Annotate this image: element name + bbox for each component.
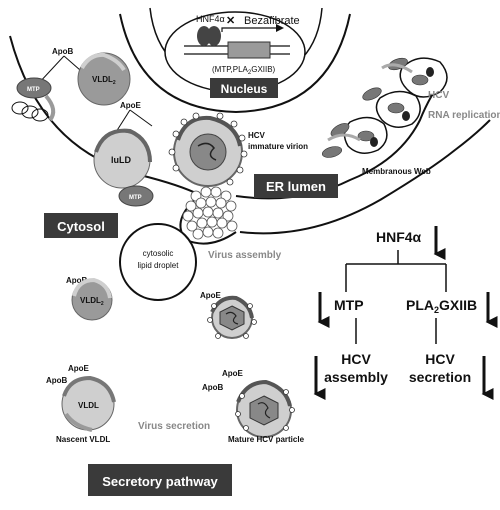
apob-mid-label: ApoB — [66, 276, 88, 285]
immature-virion-core — [189, 133, 227, 171]
mtp-top-label: MTP — [27, 87, 40, 93]
virus-secretion-label: Virus secretion — [138, 421, 210, 432]
hcv-right-label: HCV — [425, 351, 455, 367]
mature-hcv-label: Mature HCV particle — [228, 435, 305, 444]
genes-label: (MTP,PLA2GXIIB) — [212, 65, 276, 76]
hcv-left-label: HCV — [341, 351, 371, 367]
cytosol-title: Cytosol — [57, 219, 105, 234]
vldl2-top-label: VLDL2 — [92, 75, 116, 86]
hcv-immature-virion: HCV immature virion — [168, 112, 308, 187]
mtp-mid-label: MTP — [129, 195, 142, 201]
membranous-web-label: Membranous Web — [362, 167, 431, 176]
er-lumen-title: ER lumen — [266, 179, 326, 194]
vldl2-mid: ApoB VLDL2 — [66, 276, 113, 321]
cytosol-label-box — [44, 213, 118, 238]
x-mark-icon: ✕ — [226, 15, 235, 27]
mature-hcv-particle: ApoE ApoB Mature HCV particle — [202, 369, 305, 444]
hcv-secretion-label: secretion — [409, 369, 471, 385]
hcv-rna-label-2: RNA replication — [428, 110, 500, 121]
apoe-right-label: ApoE — [222, 369, 244, 378]
pathway-hnf4a-label: HNF4α — [376, 229, 422, 245]
lipid-droplet-label-2: lipid droplet — [138, 261, 180, 270]
apob-top-label: ApoB — [52, 47, 74, 56]
mtp-top-enzyme — [16, 77, 52, 99]
luld-group: ApoE luLD MTP — [93, 101, 154, 207]
apoe-left-label: ApoE — [68, 364, 90, 373]
hcv-rna-label-1: HCV — [428, 90, 449, 101]
cytosolic-lipid-droplet — [119, 223, 197, 301]
virus-assembly-label: Virus assembly — [208, 250, 282, 261]
nucleus-hnf4a-label: HNF4α — [196, 14, 225, 24]
immature-virion-label-1: HCV — [248, 131, 266, 140]
er-lumen-label-box — [254, 174, 338, 198]
membranous-web: HCV RNA replication Membranous Web — [321, 57, 500, 176]
apob-left-label: ApoB — [46, 376, 68, 385]
lipid-vesicle-cluster — [182, 186, 238, 240]
nucleus-title: Nucleus — [221, 82, 268, 96]
secretory-pathway-label-box — [88, 464, 232, 496]
gene-box — [227, 41, 271, 59]
hcv-particle-mid: ApoE — [200, 291, 257, 339]
vldl2-mid-label: VLDL2 — [80, 296, 104, 307]
bezafibrate-label: Bezafibrate — [244, 15, 300, 27]
nascent-vldl: ApoE ApoB VLDL Nascent VLDL — [46, 364, 116, 444]
luld-label: luLD — [111, 155, 131, 165]
vldl-assembly-top: ApoB VLDL2 MTP — [11, 47, 131, 122]
nucleus-label-box — [210, 78, 278, 98]
apoe-particle-label: ApoE — [200, 291, 222, 300]
nascent-vldl-label: Nascent VLDL — [56, 435, 110, 444]
secretory-pathway-title: Secretory pathway — [102, 474, 218, 489]
apoe-top-label: ApoE — [120, 101, 142, 110]
hcv-assembly-label: assembly — [324, 369, 388, 385]
lipid-droplet-label-1: cytosolic — [143, 249, 174, 258]
hnf4a-protein-icon — [197, 26, 211, 46]
apob-right-label: ApoB — [202, 383, 224, 392]
pathway-mtp-label: MTP — [334, 297, 364, 313]
regulatory-pathway: HNF4α MTP PLA2GXIIB HCV assembly HCV sec… — [313, 226, 498, 400]
immature-virion-label-2: immature virion — [248, 142, 308, 151]
nucleus: HNF4α ✕ Bezafibrate (MTP,PLA2GXIIB) Nucl… — [164, 11, 306, 98]
mtp-mid-enzyme — [118, 185, 154, 207]
pathway-pla-label: PLA2GXIIB — [406, 297, 477, 315]
vldl-left-label: VLDL — [78, 401, 99, 410]
